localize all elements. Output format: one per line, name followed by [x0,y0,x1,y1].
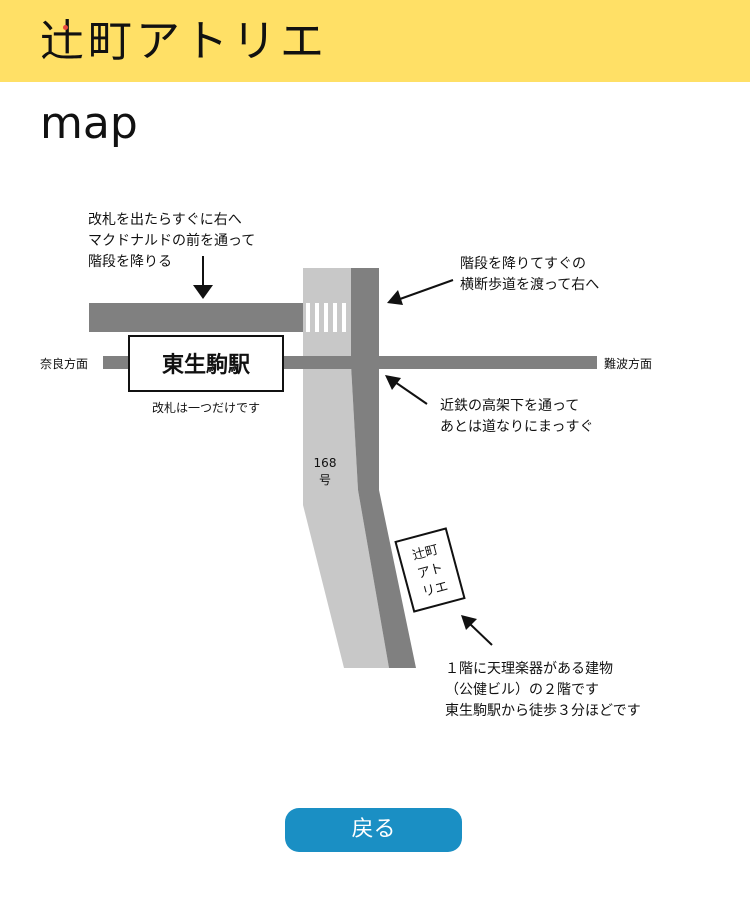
note-underpass: 近鉄の高架下を通って あとは道なりにまっすぐ [440,397,593,435]
page-heading: map [40,98,138,149]
ticket-gate-note: 改札は一つだけです [152,401,260,415]
svg-text:横断歩道を渡って右へ: 横断歩道を渡って右へ [460,277,599,293]
svg-text:辻町: 辻町 [411,542,440,563]
svg-text:１階に天理楽器がある建物: １階に天理楽器がある建物 [445,661,613,677]
arrow-down-icon [193,256,213,299]
crosswalk [306,303,346,332]
svg-text:リエ: リエ [421,579,450,600]
arrow-up-left-icon [461,615,493,646]
direction-west: 奈良方面 [40,356,88,371]
direction-east: 難波方面 [604,356,652,371]
site-title[interactable]: 辻町アトリエ [40,12,328,72]
note-exit: 改札を出たらすぐに右へ マクドナルドの前を通って 階段を降りる [88,212,255,270]
site-title-first-char: 辻 [40,16,88,67]
title-accent-dot [63,25,68,30]
station-name: 東生駒駅 [162,352,250,378]
svg-text:階段を降りる: 階段を降りる [88,254,172,270]
station-box[interactable] [128,335,284,392]
svg-text:東生駒駅から徒歩３分ほどです: 東生駒駅から徒歩３分ほどです [445,703,641,719]
note-building: １階に天理楽器がある建物 （公健ビル）の２階です 東生駒駅から徒歩３分ほどです [445,661,641,719]
svg-text:マクドナルドの前を通って: マクドナルドの前を通って [88,232,255,249]
svg-text:近鉄の高架下を通って: 近鉄の高架下を通って [440,397,579,414]
note-crosswalk: 階段を降りてすぐの 横断歩道を渡って右へ [460,256,599,293]
atelier-marker[interactable]: 辻町 アト リエ [394,527,466,613]
svg-text:あとは道なりにまっすぐ: あとは道なりにまっすぐ [440,419,593,435]
route-number: 168 [314,456,337,470]
svg-text:アト: アト [416,561,445,582]
svg-text:改札を出たらすぐに右へ: 改札を出たらすぐに右へ [88,212,242,228]
arrow-left-up-icon [385,375,428,405]
svg-text:（公健ビル）の２階です: （公健ビル）の２階です [445,682,599,698]
arrow-left-down-icon [387,279,454,305]
route-suffix: 号 [319,473,331,487]
back-button[interactable]: 戻る [285,808,462,852]
site-title-rest: 町アトリエ [88,16,328,67]
route-sidewalk [351,268,416,668]
header-bar: 辻町アトリエ [0,0,750,82]
svg-text:階段を降りてすぐの: 階段を降りてすぐの [460,256,586,272]
